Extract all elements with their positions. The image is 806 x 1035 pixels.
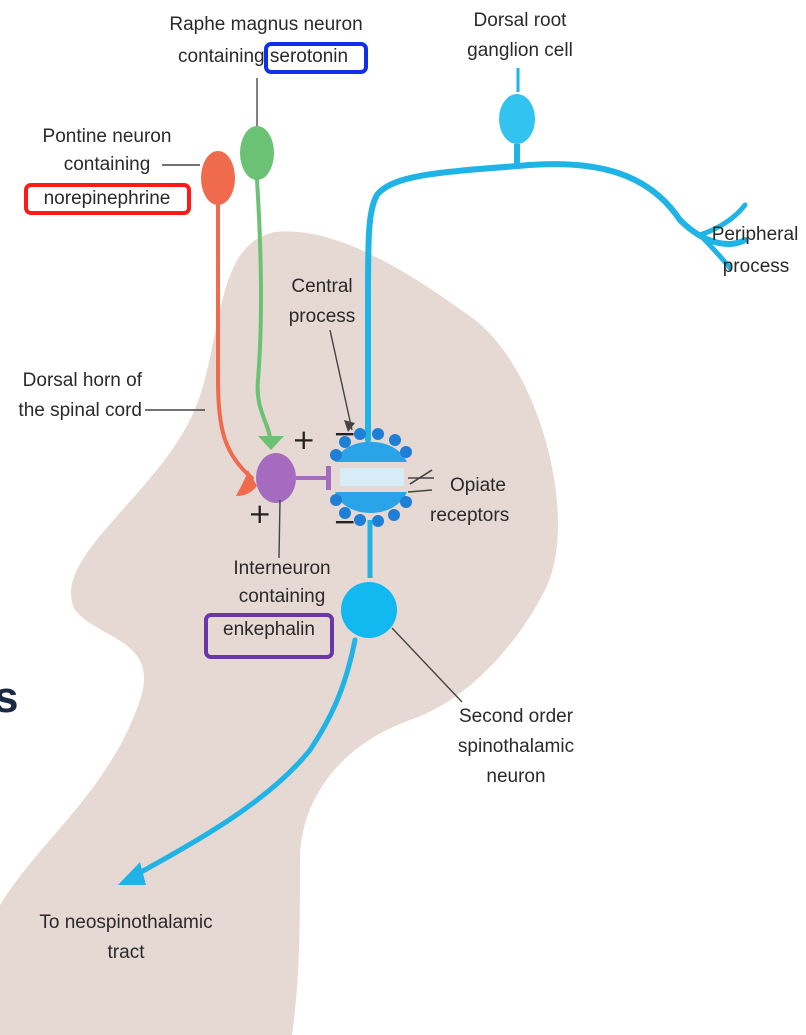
- central-label-line1: Central: [262, 274, 382, 299]
- interneuron-body: [256, 453, 296, 503]
- drg-label-line2: ganglion cell: [440, 38, 600, 63]
- raphe-neuron-body: [240, 126, 274, 180]
- dorsal-horn-label-line2: the spinal cord: [0, 398, 142, 423]
- norepinephrine-highlight-box: [24, 183, 191, 215]
- pontine-label-line2: containing: [52, 152, 162, 177]
- peripheral-label-line2: process: [708, 254, 804, 279]
- opiate-label-line2: receptors: [430, 503, 509, 528]
- peripheral-label-line1: Peripheral: [700, 222, 806, 247]
- ganglion-cell-body: [499, 94, 535, 144]
- serotonin-highlight-box: [264, 42, 368, 74]
- dorsal-horn-label-line1: Dorsal horn of: [0, 368, 142, 393]
- dorsal-root-ganglion: [499, 68, 535, 168]
- second-order-label-line1: Second order: [446, 704, 586, 729]
- pontine-neuron-body: [201, 151, 235, 205]
- tract-label-line1: To neospinothalamic: [38, 910, 214, 935]
- plus-sign-norepinephrine: +: [248, 500, 271, 528]
- interneuron-label-line1: Interneuron: [212, 556, 352, 581]
- second-order-label-line3: neuron: [446, 764, 586, 789]
- pontine-label-line1: Pontine neuron: [22, 124, 192, 149]
- interneuron-label-line2: containing: [212, 584, 352, 609]
- opiate-label-line1: Opiate: [450, 473, 506, 498]
- second-order-label-line2: spinothalamic: [446, 734, 586, 759]
- tract-label-line2: tract: [38, 940, 214, 965]
- central-label-line2: process: [262, 304, 382, 329]
- edge-fragment-glyph: s: [0, 676, 18, 720]
- plus-sign-serotonin: +: [292, 426, 315, 454]
- enkephalin-terminal: [326, 466, 331, 490]
- minus-sign-lower: −: [333, 508, 356, 536]
- raphe-label-prefix: containing: [178, 46, 265, 67]
- raphe-label-line1: Raphe magnus neuron: [150, 12, 382, 37]
- enkephalin-highlight-box: [204, 613, 334, 659]
- minus-sign-upper: −: [333, 420, 356, 448]
- drg-label-line1: Dorsal root: [440, 8, 600, 33]
